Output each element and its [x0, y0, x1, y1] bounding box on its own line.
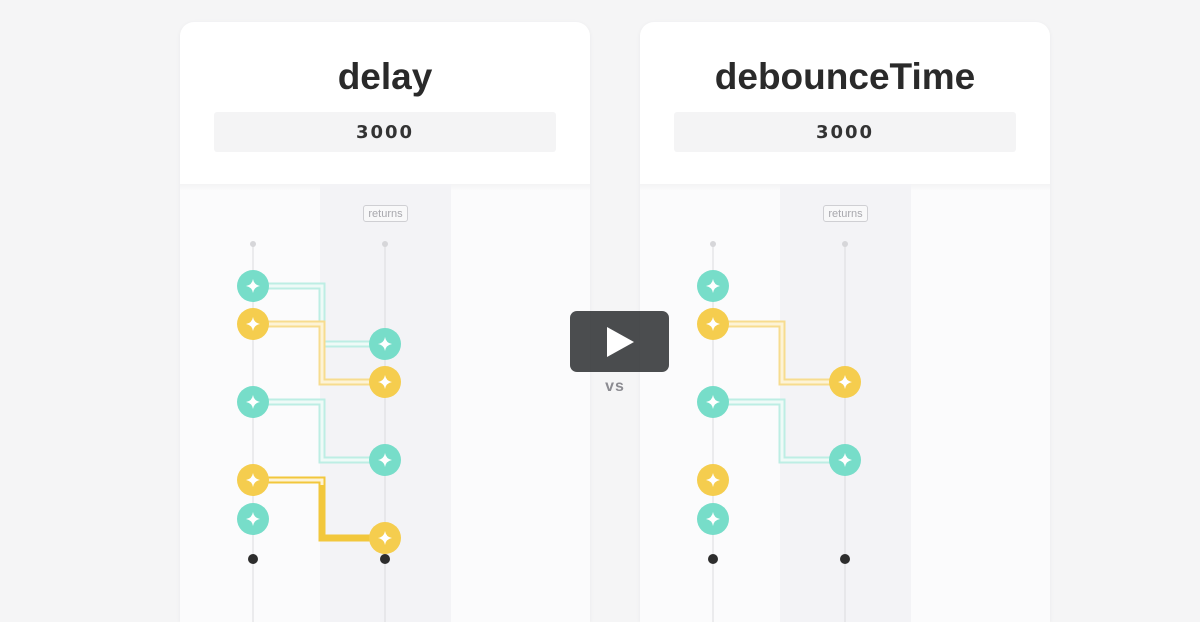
param-input[interactable]: 3000 — [674, 112, 1016, 152]
lane-start-dot — [710, 241, 716, 247]
connector-path — [253, 476, 385, 542]
marble-teal — [237, 270, 269, 302]
marble-yellow — [369, 366, 401, 398]
connector-path — [713, 320, 845, 386]
returns-label: returns — [828, 207, 863, 220]
play-icon — [606, 326, 634, 357]
connector-path — [713, 398, 845, 464]
returns-label: returns — [368, 207, 403, 220]
marble-teal — [237, 386, 269, 418]
lane-start-dot — [842, 241, 848, 247]
connector-path — [253, 398, 385, 464]
complete-dot — [380, 554, 390, 564]
lane-start-dot — [250, 241, 256, 247]
marble-teal — [697, 270, 729, 302]
complete-dot — [248, 554, 258, 564]
param-input[interactable]: 3000 — [214, 112, 556, 152]
card-title: delay — [337, 56, 433, 97]
marble-teal — [369, 328, 401, 360]
complete-dot — [708, 554, 718, 564]
delay-card: delay 3000 returns — [180, 22, 590, 622]
marble-diagram — [237, 241, 401, 622]
returns-badge: returns — [363, 205, 408, 222]
marble-yellow — [369, 522, 401, 554]
marble-teal — [829, 444, 861, 476]
marble-diagram — [697, 241, 861, 622]
param-value: 3000 — [355, 121, 415, 143]
lane-start-dot — [382, 241, 388, 247]
marble-yellow — [829, 366, 861, 398]
card-title: debounceTime — [714, 56, 976, 97]
connector-path — [253, 320, 385, 386]
marble-yellow — [697, 308, 729, 340]
marble-teal — [697, 386, 729, 418]
complete-dot — [840, 554, 850, 564]
marble-teal — [237, 503, 269, 535]
vs-label: vs — [605, 378, 625, 395]
marble-yellow — [237, 308, 269, 340]
debounce-card: debounceTime 3000 returns — [640, 22, 1050, 622]
param-value: 3000 — [815, 121, 875, 143]
marble-teal — [369, 444, 401, 476]
play-button[interactable] — [570, 311, 669, 372]
returns-badge: returns — [823, 205, 868, 222]
marble-yellow — [237, 464, 269, 496]
marble-yellow — [697, 464, 729, 496]
marble-teal — [697, 503, 729, 535]
